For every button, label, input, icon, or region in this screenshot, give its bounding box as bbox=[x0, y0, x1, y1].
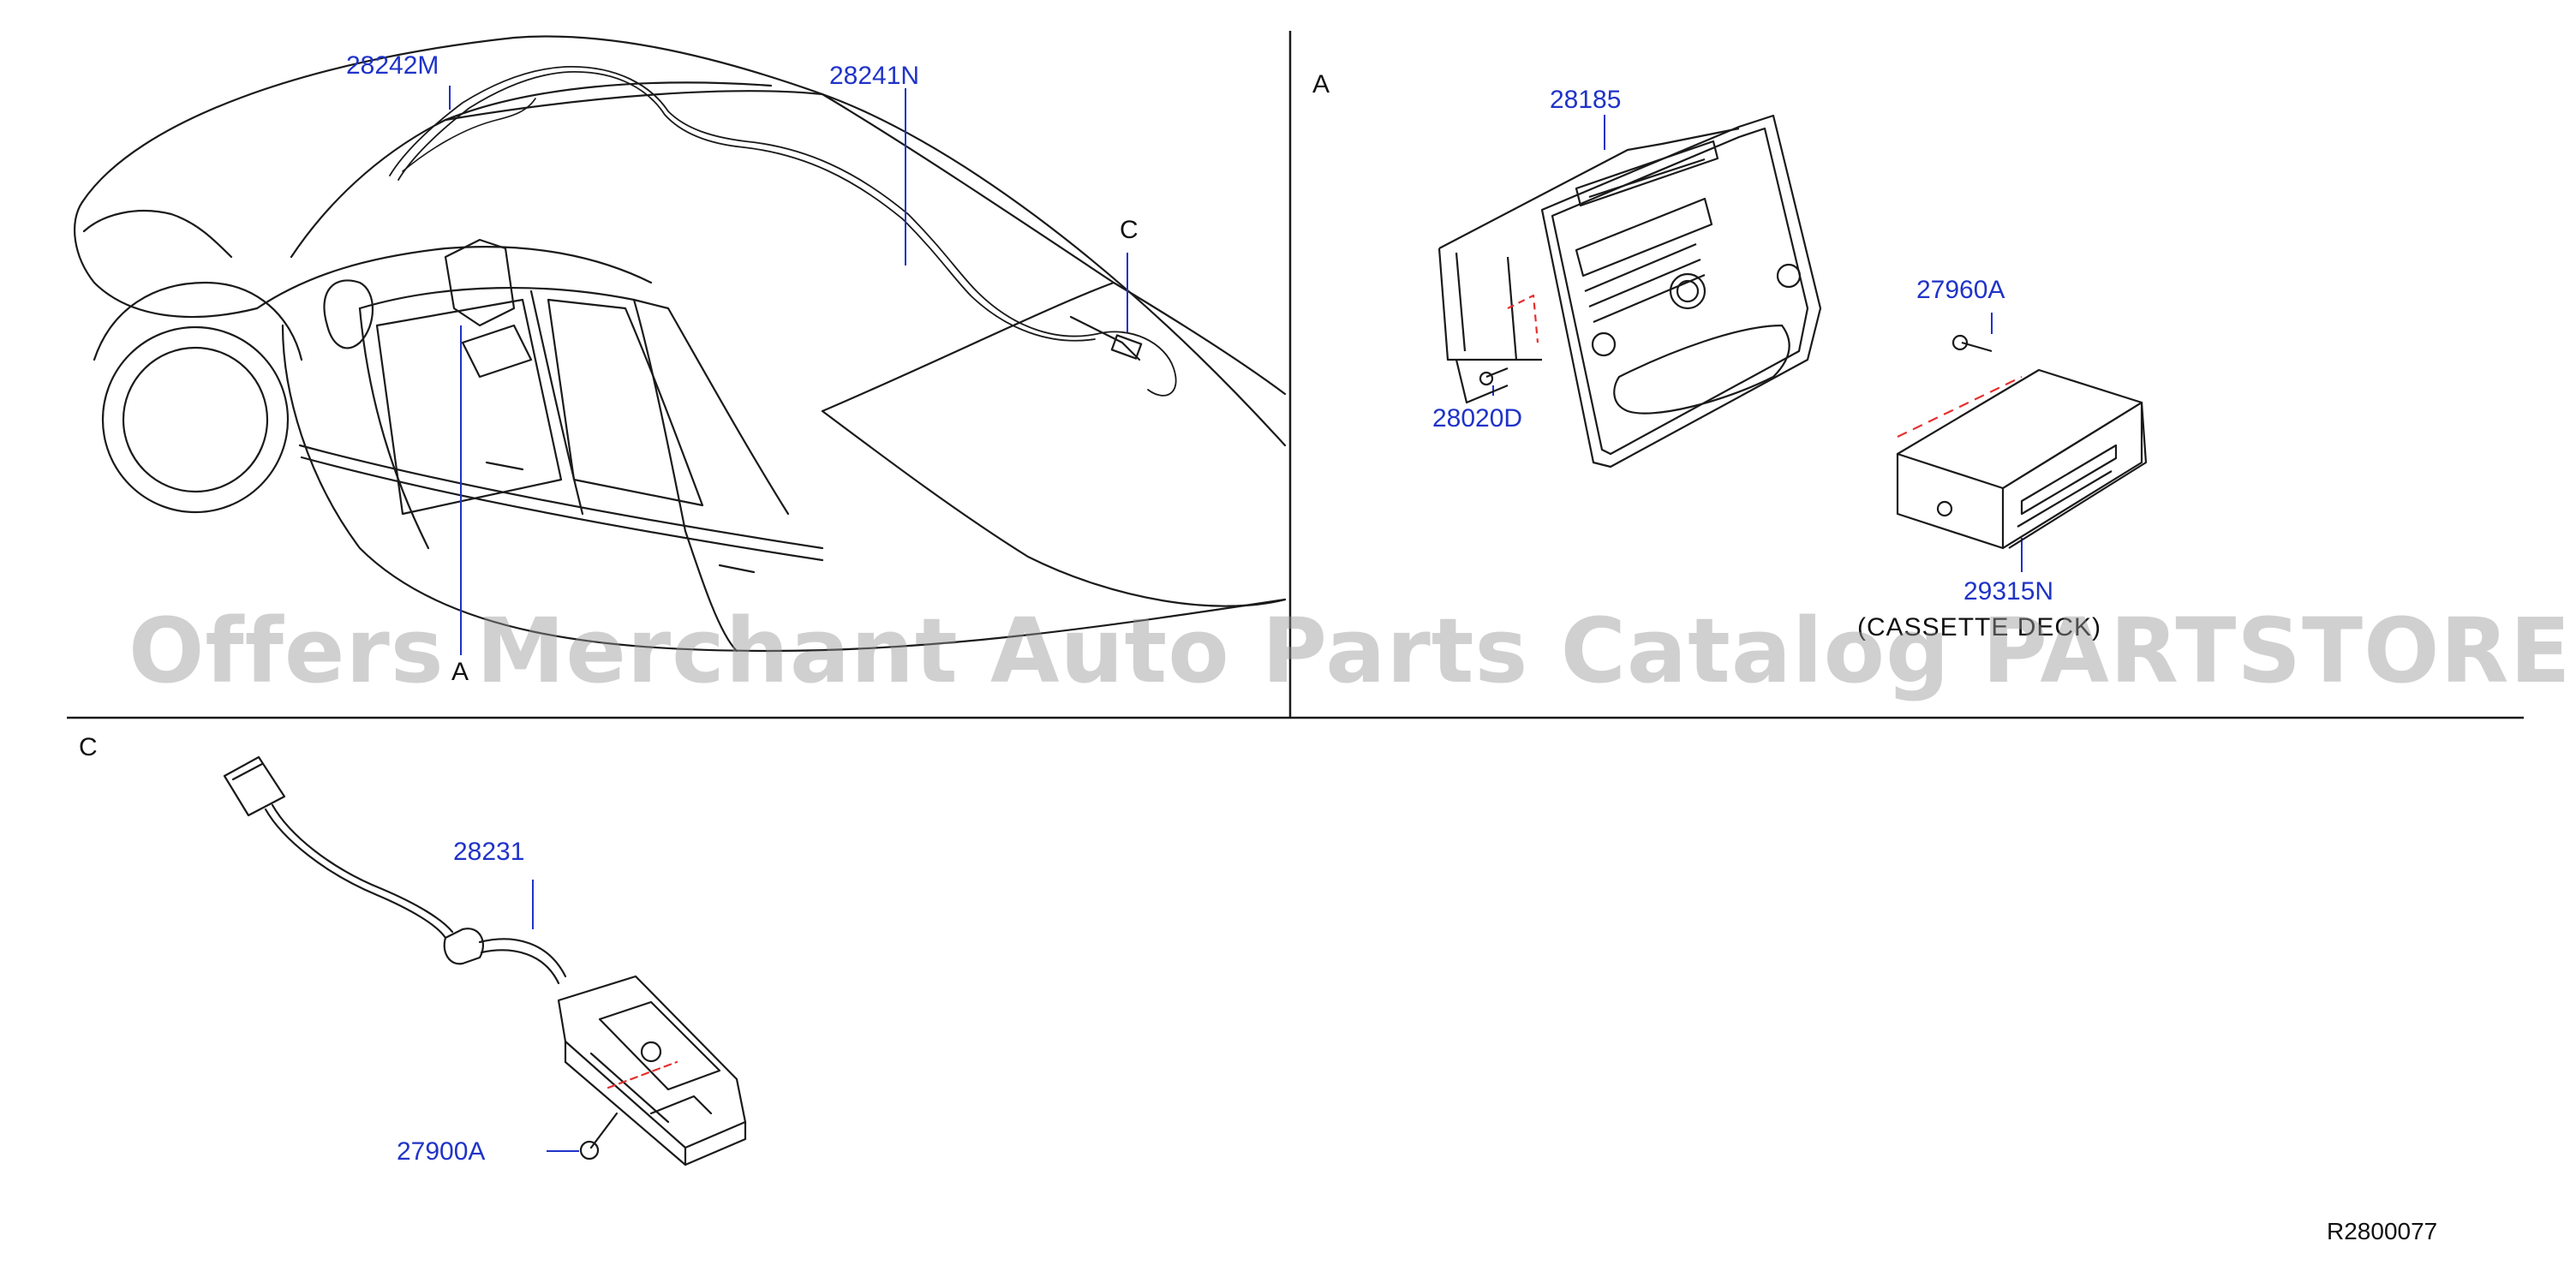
part-label-27900a[interactable]: 27900A bbox=[397, 1137, 486, 1166]
diagram-code: R2800077 bbox=[2327, 1218, 2438, 1244]
part-label-28241n[interactable]: 28241N bbox=[829, 62, 920, 90]
part-label-28242m[interactable]: 28242M bbox=[346, 51, 439, 80]
antenna-amp-illustration bbox=[223, 755, 747, 1167]
part-label-28231[interactable]: 28231 bbox=[453, 838, 525, 866]
part-label-28185[interactable]: 28185 bbox=[1550, 86, 1622, 114]
vehicle-callout-c: C bbox=[1120, 216, 1139, 244]
cassette-deck-caption: (CASSETTE DECK) bbox=[1857, 613, 2102, 641]
vehicle-illustration bbox=[73, 35, 1287, 653]
section-ref-a: A bbox=[1312, 70, 1330, 98]
watermark-text: Offers Merchant Auto Parts Catalog PARTS… bbox=[129, 599, 2576, 703]
part-label-29315n[interactable]: 29315N bbox=[1963, 577, 2054, 606]
section-ref-c: C bbox=[79, 733, 98, 761]
part-label-28020d[interactable]: 28020D bbox=[1432, 404, 1523, 433]
leader-lines bbox=[449, 86, 2023, 1152]
vehicle-callout-a: A bbox=[451, 658, 469, 686]
part-label-27960a[interactable]: 27960A bbox=[1916, 276, 2005, 304]
head-unit-illustration bbox=[1437, 114, 1822, 468]
cassette-deck-illustration bbox=[1896, 334, 2148, 550]
panel-dividers bbox=[67, 31, 2524, 719]
